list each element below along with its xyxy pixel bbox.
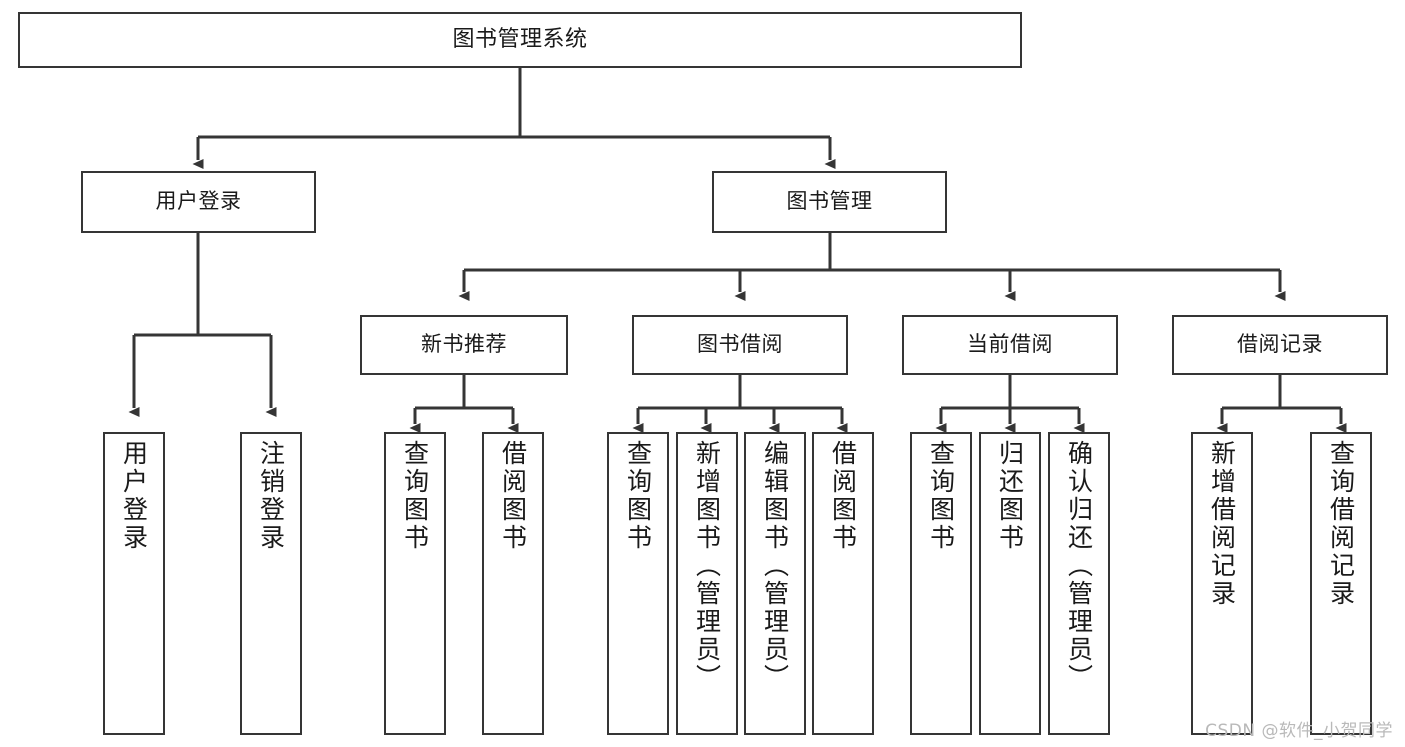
leaf-borrow-book-2-label: 借阅图书: [828, 440, 858, 552]
leaf-add-record[interactable]: 新增借阅记录: [1191, 432, 1253, 735]
leaf-query-book-3[interactable]: 查询图书: [910, 432, 972, 735]
leaf-borrow-book-2[interactable]: 借阅图书: [812, 432, 874, 735]
leaf-edit-book-label: 编辑图书（管理员）: [760, 440, 790, 692]
leaf-user-login[interactable]: 用户登录: [103, 432, 165, 735]
leaf-user-logout-label: 注销登录: [256, 440, 286, 552]
node-new-book-recommend-label: 新书推荐: [421, 332, 507, 357]
leaf-user-login-label: 用户登录: [119, 440, 149, 552]
node-current-borrow[interactable]: 当前借阅: [902, 315, 1118, 375]
leaf-query-book-2-label: 查询图书: [623, 440, 653, 552]
node-book-borrow-label: 图书借阅: [697, 332, 783, 357]
node-book-manage-label: 图书管理: [786, 189, 873, 214]
leaf-borrow-book-1-label: 借阅图书: [498, 440, 528, 552]
leaf-return-book-label: 归还图书: [995, 440, 1025, 552]
leaf-query-book-1-label: 查询图书: [400, 440, 430, 552]
node-current-borrow-label: 当前借阅: [967, 332, 1053, 357]
node-borrow-record[interactable]: 借阅记录: [1172, 315, 1388, 375]
node-book-manage[interactable]: 图书管理: [712, 171, 947, 233]
node-book-borrow[interactable]: 图书借阅: [632, 315, 848, 375]
node-root[interactable]: 图书管理系统: [18, 12, 1022, 68]
node-root-label: 图书管理系统: [452, 26, 588, 52]
watermark: CSDN @软件_小贺同学: [1205, 721, 1393, 741]
leaf-add-book-label: 新增图书（管理员）: [692, 440, 722, 692]
node-new-book-recommend[interactable]: 新书推荐: [360, 315, 568, 375]
node-user-login[interactable]: 用户登录: [81, 171, 316, 233]
leaf-query-book-2[interactable]: 查询图书: [607, 432, 669, 735]
leaf-edit-book[interactable]: 编辑图书（管理员）: [744, 432, 806, 735]
leaf-query-book-3-label: 查询图书: [926, 440, 956, 552]
leaf-query-record-label: 查询借阅记录: [1326, 440, 1356, 608]
leaf-borrow-book-1[interactable]: 借阅图书: [482, 432, 544, 735]
leaf-user-logout[interactable]: 注销登录: [240, 432, 302, 735]
leaf-add-book[interactable]: 新增图书（管理员）: [676, 432, 738, 735]
leaf-confirm-return-label: 确认归还（管理员）: [1064, 440, 1094, 692]
node-user-login-label: 用户登录: [155, 189, 242, 214]
leaf-return-book[interactable]: 归还图书: [979, 432, 1041, 735]
node-borrow-record-label: 借阅记录: [1237, 332, 1323, 357]
leaf-confirm-return[interactable]: 确认归还（管理员）: [1048, 432, 1110, 735]
leaf-query-record[interactable]: 查询借阅记录: [1310, 432, 1372, 735]
leaf-query-book-1[interactable]: 查询图书: [384, 432, 446, 735]
leaf-add-record-label: 新增借阅记录: [1207, 440, 1237, 608]
